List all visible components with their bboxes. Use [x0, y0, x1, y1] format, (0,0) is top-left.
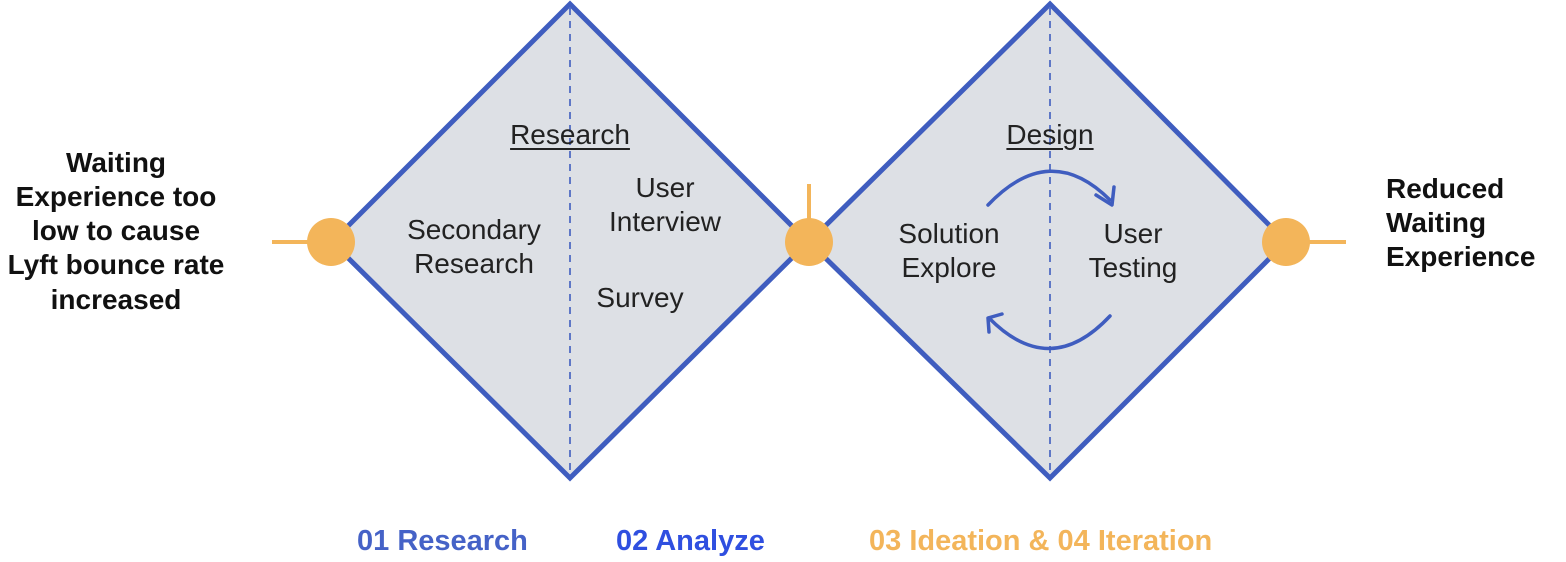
- outcome-statement: Reduced Waiting Experience: [1386, 172, 1556, 274]
- design-diamond: [805, 0, 1290, 482]
- user-interview-line: User: [635, 172, 695, 203]
- problem-line: Waiting: [65, 147, 167, 178]
- problem-statement: Waiting Experience too low to cause Lyft…: [0, 146, 232, 317]
- solution-explore-label: Solution Explore: [874, 217, 1024, 285]
- user-interview-label: User Interview: [585, 171, 745, 239]
- user-testing-label: User Testing: [1062, 217, 1204, 285]
- start-node-icon: [307, 218, 355, 266]
- problem-line: low to cause: [31, 215, 201, 247]
- outcome-line: Waiting: [1386, 207, 1487, 239]
- outcome-line: Reduced: [1386, 173, 1505, 204]
- research-diamond: [328, 0, 812, 482]
- problem-line: increased: [50, 283, 182, 315]
- secondary-research-line: Secondary: [407, 214, 541, 245]
- user-testing-line: Testing: [1088, 252, 1178, 284]
- middle-node-icon: [785, 218, 833, 266]
- problem-line: Experience too: [15, 181, 217, 213]
- phase-ideation-iteration-label: 03 Ideation & 04 Iteration: [869, 525, 1213, 557]
- solution-explore-line: Solution: [898, 218, 1000, 249]
- outcome-line: Experience: [1386, 241, 1536, 273]
- secondary-research-label: Secondary Research: [384, 213, 564, 281]
- secondary-research-line: Research: [414, 248, 534, 280]
- design-title: Design: [1006, 119, 1094, 150]
- phase-analyze-label: 02 Analyze: [616, 525, 765, 557]
- user-interview-line: Interview: [608, 206, 722, 238]
- problem-line: Lyft bounce rate: [7, 249, 225, 281]
- user-testing-line: User: [1103, 218, 1163, 249]
- end-node-icon: [1262, 218, 1310, 266]
- solution-explore-line: Explore: [901, 252, 997, 284]
- phase-research-label: 01 Research: [357, 525, 528, 557]
- research-title: Research: [510, 119, 630, 150]
- cycle-arrows-icon: [986, 169, 1116, 351]
- survey-label: Survey: [596, 282, 684, 313]
